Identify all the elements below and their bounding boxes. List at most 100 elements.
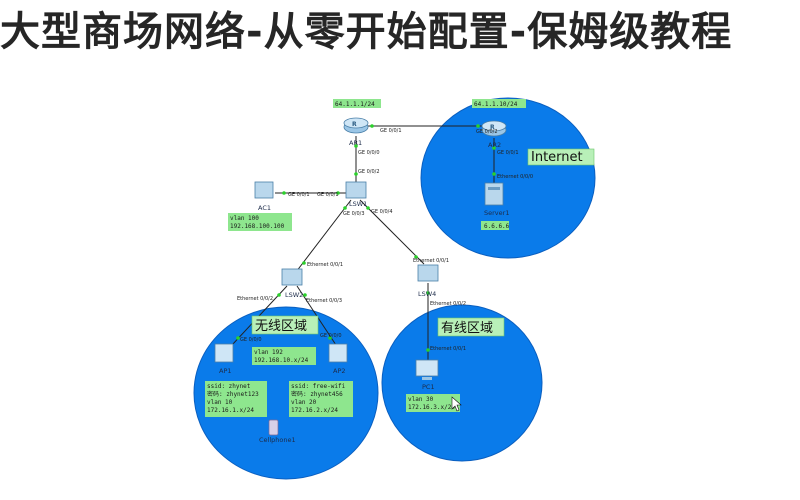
pc1-label: PC1 [422,383,435,391]
switch-lsw2-body-icon [281,268,303,286]
server1-body-icon [484,182,504,206]
switch-lsw2-label: LSW2 [285,291,303,299]
switch-lsw1[interactable]: LSW1 [345,181,367,208]
pc1[interactable]: PC1 [415,359,439,391]
port-label: GE 0/0/1 [380,128,402,134]
switch-lsw4-body-icon [417,264,439,282]
switch-lsw1-label: LSW1 [349,200,367,208]
wireless-label-box [251,315,319,335]
note-ar2-ip-text: 64.1.1.10/24 [474,101,518,108]
mouse-cursor-icon [451,396,462,412]
port-dot [366,206,370,210]
controller-ac1-label: AC1 [258,204,271,212]
port-dot [236,336,240,340]
note-ac-vlan-line2: 192.168.100.100 [230,223,285,230]
port-label: GE 0/0/0 [358,150,380,156]
note-ar1-ip [333,99,381,108]
access-point-ap2[interactable]: AP2 [328,343,348,375]
port-dot [354,172,358,176]
port-label: GE 0/0/1 [497,150,519,156]
router-ar2[interactable]: R AR2 [481,120,507,149]
cellphone1-body-icon [268,419,279,436]
port-dot [336,191,340,195]
page-title: 大型商场网络-从零开始配置-保姆级教程 [0,9,733,55]
port-dot [370,124,374,128]
port-label: Ethernet 0/0/1 [413,258,449,264]
server1-slot-icon [488,187,500,190]
note-ar1-ip-text: 64.1.1.1/24 [335,101,375,108]
port-dot [282,191,286,195]
wired-label: 有线区域 [441,321,493,336]
port-dot [328,336,332,340]
note-ssid-b-line1: ssid: free-wifi [291,383,346,390]
router-ar1[interactable]: R AR1 [343,117,369,147]
router-ar1-icon: R [352,121,357,128]
port-label: GE 0/0/2 [358,169,380,175]
note-ssid-b-line3: vlan 20 [291,399,317,406]
note-ap-vlan-line2: 192.168.10.x/24 [254,357,309,364]
port-dot [414,255,418,259]
pc1-base-icon [422,377,432,380]
controller-ac1[interactable]: AC1 [254,181,274,212]
port-label: Ethernet 0/0/3 [306,298,342,304]
router-ar2-icon: R [490,124,495,131]
note-ap-vlan-line1: vlan 192 [254,349,283,356]
port-dot [343,206,347,210]
note-ssid-a-line4: 172.16.1.x/24 [207,407,254,414]
port-label: GE 0/0/1 [317,192,339,198]
note-ar2-ip [472,99,526,108]
pc1-monitor-icon [415,359,439,377]
internet-label-box [527,148,595,166]
internet-label: Internet [531,150,583,165]
server1[interactable]: Server1 [484,182,509,217]
note-pc-vlan-line2: 172.16.3.x/24 [408,404,455,411]
note-ac-vlan-line1: vlan 100 [230,215,259,222]
port-label: Ethernet 0/0/0 [497,174,533,180]
router-ar2-top-icon [481,120,507,132]
port-dot [426,291,430,295]
ap2-label: AP2 [333,367,346,375]
port-label: GE 0/0/3 [343,211,365,217]
access-point-ap1[interactable]: AP1 [214,343,234,375]
note-ssid-a-line1: ssid: zhynet [207,383,251,390]
ap2-body-icon [328,343,348,363]
wireless-label: 无线区域 [255,319,307,334]
cellphone1[interactable]: Cellphone1 [259,419,296,444]
wired-label-box [437,317,505,337]
port-label: GE 0/0/0 [320,333,342,339]
port-indicators [236,124,496,352]
port-label: Ethernet 0/0/2 [237,296,273,302]
note-ssid-b [289,381,353,417]
wired-zone-circle [381,304,543,462]
note-server-ip-text: 6.6.6.6 [484,223,510,230]
port-label: GE 0/0/0 [240,337,262,343]
note-ap-vlan [252,347,316,365]
port-label: GE 0/0/2 [476,129,498,135]
port-dot [354,144,358,148]
note-ssid-a [205,381,267,417]
switch-lsw4-label: LSW4 [418,290,436,298]
router-ar2-label: AR2 [488,141,501,149]
note-ac-vlan [228,213,292,231]
note-pc-vlan-line1: vlan 30 [408,396,434,403]
ap1-label: AP1 [219,367,232,375]
port-label: Ethernet 0/0/2 [430,301,466,307]
switch-lsw2[interactable]: LSW2 [281,268,303,299]
note-pc-vlan [406,394,460,412]
port-dot [302,261,306,265]
note-ssid-a-line2: 密码: zhynet123 [207,390,259,398]
port-label: Ethernet 0/0/1 [307,262,343,268]
ap1-body-icon [214,343,234,363]
port-dot [492,146,496,150]
link-lsw1-lsw4 [359,199,425,265]
port-dot [426,348,430,352]
note-server-ip [481,221,509,230]
controller-ac1-body-icon [254,181,274,199]
port-dot [303,293,307,297]
note-ssid-b-line4: 172.16.2.x/24 [291,407,338,414]
port-label: GE 0/0/1 [288,192,310,198]
port-label: Ethernet 0/0/1 [430,346,466,352]
cellphone1-label: Cellphone1 [259,436,296,444]
switch-lsw4[interactable]: LSW4 [417,264,439,298]
port-label: GE 0/0/4 [371,209,393,215]
